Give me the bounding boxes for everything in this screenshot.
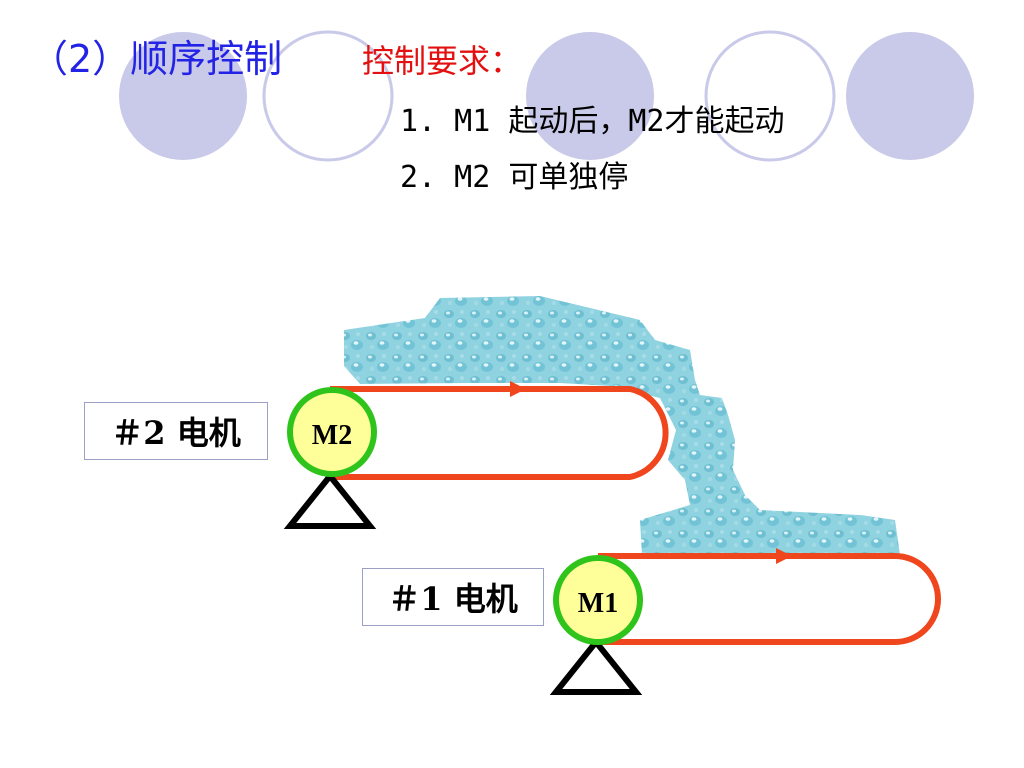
motor1-stand bbox=[549, 637, 643, 695]
decor-circle-2 bbox=[262, 30, 394, 162]
page-title: （2）顺序控制 bbox=[30, 37, 283, 81]
motor2-belt bbox=[330, 386, 669, 480]
requirement-item-2: 2. M2 可单独停 bbox=[400, 160, 629, 195]
motor2-belt-arrow bbox=[510, 381, 526, 397]
motor1-label: ＃1 电机 bbox=[362, 568, 544, 626]
motor2-circle bbox=[287, 387, 377, 477]
requirement-item-1: 1. M1 起动后，M2才能起动 bbox=[400, 104, 785, 139]
motor1-circle bbox=[553, 555, 643, 645]
material-flow-region bbox=[344, 296, 900, 556]
motor1-belt-arrow bbox=[776, 548, 792, 564]
motor2-label: ＃2 电机 bbox=[84, 402, 268, 460]
decor-circle-4 bbox=[704, 30, 836, 162]
motor1-tag: M1 bbox=[578, 588, 618, 619]
decor-circle-5 bbox=[846, 32, 974, 160]
motor2-tag: M2 bbox=[312, 420, 352, 451]
requirements-heading: 控制要求： bbox=[362, 42, 523, 80]
decor-circle-1 bbox=[119, 32, 247, 160]
decor-circle-3 bbox=[526, 32, 654, 160]
motor2-stand bbox=[283, 471, 377, 529]
motor1-belt bbox=[598, 553, 941, 645]
